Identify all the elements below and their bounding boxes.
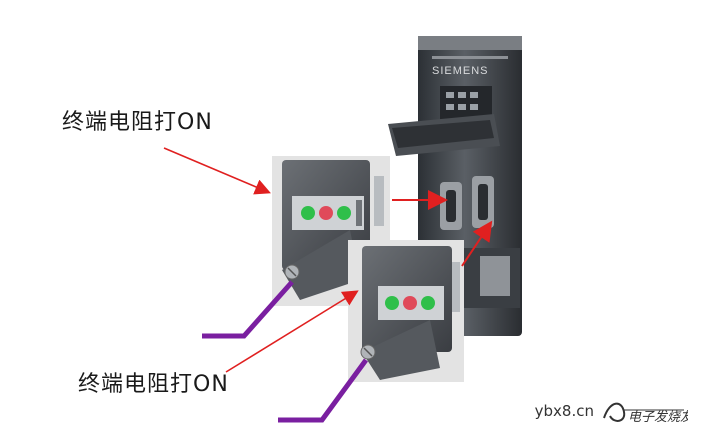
led-panel — [440, 86, 492, 122]
led-red-icon — [319, 206, 333, 220]
watermark-domain: ybx8.cn — [534, 402, 594, 420]
electronic-enthusiast-logo-icon: 电子发烧友 — [603, 402, 688, 425]
led-red-icon — [403, 296, 417, 310]
profibus-connector-2 — [348, 240, 464, 382]
led-green-icon — [385, 296, 399, 310]
arrow-connector2-to-port — [461, 220, 493, 267]
siemens-brand-label: SIEMENS — [432, 65, 489, 77]
led-green-icon — [421, 296, 435, 310]
bus-cable-1 — [202, 280, 294, 339]
svg-text:电子发烧友: 电子发烧友 — [628, 410, 688, 425]
bus-cable-2 — [278, 358, 369, 423]
arrow-label-top-to-connector — [163, 147, 271, 195]
led-green-icon — [301, 206, 315, 220]
termination-label-top: 终端电阻打ON — [62, 110, 213, 135]
arrow-label-bottom-to-connector — [225, 290, 359, 373]
led-green-icon — [337, 206, 351, 220]
watermark: ybx8.cn 电子发烧友 — [535, 396, 688, 426]
termination-label-bottom: 终端电阻打ON — [78, 372, 229, 397]
